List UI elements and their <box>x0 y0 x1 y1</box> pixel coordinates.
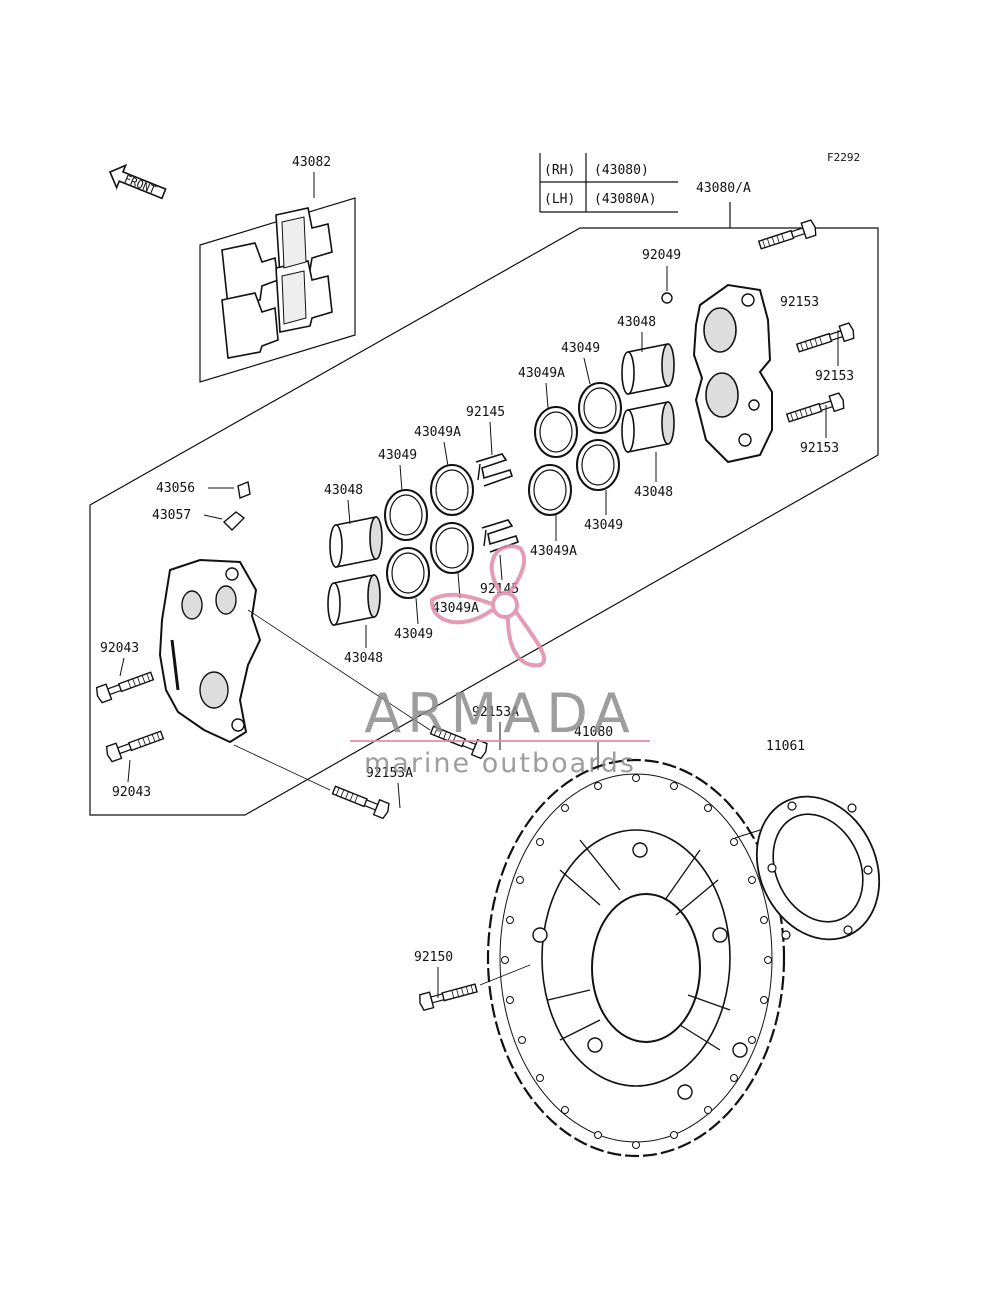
label-92150: 92150 <box>414 950 453 965</box>
label-43049a-1: 43049A <box>518 366 565 381</box>
label-43049a-3: 43049A <box>414 425 461 440</box>
label-92043-top: 92043 <box>100 641 139 656</box>
label-43056: 43056 <box>156 481 195 496</box>
label-43049a-2: 43049A <box>530 544 577 559</box>
front-label: FRONT <box>122 172 158 197</box>
label-43082: 43082 <box>292 155 331 170</box>
label-43057: 43057 <box>152 508 191 523</box>
propeller-icon <box>429 544 547 668</box>
label-43049-4: 43049 <box>394 627 433 642</box>
caliper-assembly-outline <box>89 202 879 816</box>
rh-lh-legend: (RH) (43080) (LH) (43080A) <box>539 153 678 213</box>
brake-disc <box>486 758 786 1158</box>
brake-pad-set: 43082 <box>199 155 356 383</box>
label-11061: 11061 <box>766 739 805 754</box>
label-43049-3: 43049 <box>378 448 417 463</box>
label-43048-left-bot: 43048 <box>344 651 383 666</box>
label-92043-bot: 92043 <box>112 785 151 800</box>
caliper-half-right <box>692 283 773 464</box>
legend-lh-part: (43080A) <box>594 192 657 207</box>
label-92153-c: 92153 <box>800 441 839 456</box>
watermark-tagline: marine outboards <box>364 748 636 779</box>
label-92153-b: 92153 <box>815 369 854 384</box>
legend-rh-part: (43080) <box>594 163 649 178</box>
label-92049: 92049 <box>642 248 681 263</box>
label-43080-a: 43080/A <box>696 181 751 196</box>
label-92145-top: 92145 <box>466 405 505 420</box>
figure-code: F2292 <box>827 151 860 164</box>
label-43049-1: 43049 <box>561 341 600 356</box>
disc-shim <box>755 795 881 941</box>
label-43048-right: 43048 <box>634 485 673 500</box>
front-arrow-icon: FRONT <box>108 163 167 200</box>
label-41080: 41080 <box>574 725 613 740</box>
watermark-brand: ARMADA <box>364 682 636 745</box>
label-43048-top: 43048 <box>617 315 656 330</box>
label-92153a-2: 92153A <box>366 766 413 781</box>
label-92153-a: 92153 <box>780 295 819 310</box>
caliper-half-left <box>158 558 262 744</box>
label-92153a-1: 92153A <box>472 705 519 720</box>
label-43049-2: 43049 <box>584 518 623 533</box>
label-43049a-4: 43049A <box>432 601 479 616</box>
armada-logo: ARMADA marine outboards <box>350 544 650 779</box>
legend-rh-side: (RH) <box>544 163 575 178</box>
legend-lh-side: (LH) <box>544 192 575 207</box>
label-43048-left-top: 43048 <box>324 483 363 498</box>
